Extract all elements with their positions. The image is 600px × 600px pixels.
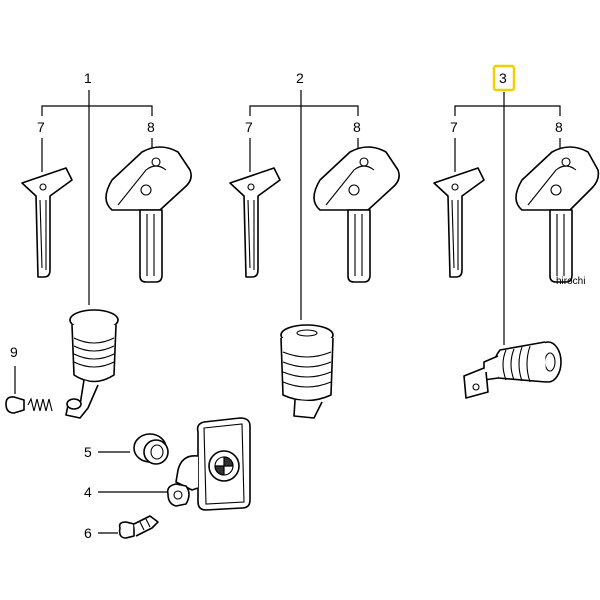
lock-cylinder-3 — [463, 341, 562, 399]
callout-5: 5 — [84, 444, 92, 460]
bracket-3 — [454, 105, 561, 116]
bracket-1 — [41, 105, 153, 116]
callout-7a: 7 — [37, 119, 45, 135]
callout-7c: 7 — [450, 119, 458, 135]
lock-housing-4 — [166, 417, 251, 511]
lock-cylinder-1 — [65, 309, 119, 419]
group-2: 2 7 8 — [229, 70, 400, 419]
spring-detent — [5, 396, 53, 414]
callout-8b: 8 — [353, 119, 361, 135]
pin-6 — [118, 515, 159, 539]
callout-8c: 8 — [555, 119, 563, 135]
key-7-right — [433, 167, 485, 278]
key-8-middle — [313, 146, 400, 283]
callout-3: 3 — [499, 70, 507, 86]
lock-cylinder-2 — [280, 324, 334, 419]
callout-4: 4 — [84, 484, 92, 500]
callout-1: 1 — [84, 70, 92, 86]
callout-9: 9 — [10, 344, 18, 360]
callout-3-highlight — [492, 64, 516, 92]
lower-parts: 5 4 6 — [84, 417, 251, 541]
bracket-2 — [249, 105, 359, 116]
key-8-right — [515, 146, 600, 283]
watermark: hirochi — [556, 276, 585, 287]
key-8-left — [105, 146, 192, 283]
callout-6: 6 — [84, 525, 92, 541]
callout-8a: 8 — [147, 119, 155, 135]
key-7-left — [21, 167, 73, 278]
group-1: 1 7 8 — [5, 70, 192, 419]
group-3: 3 7 8 hirochi — [433, 64, 600, 399]
grommet-5 — [133, 433, 169, 465]
callout-7b: 7 — [245, 119, 253, 135]
callout-2: 2 — [296, 70, 304, 86]
key-7-middle — [229, 167, 281, 278]
